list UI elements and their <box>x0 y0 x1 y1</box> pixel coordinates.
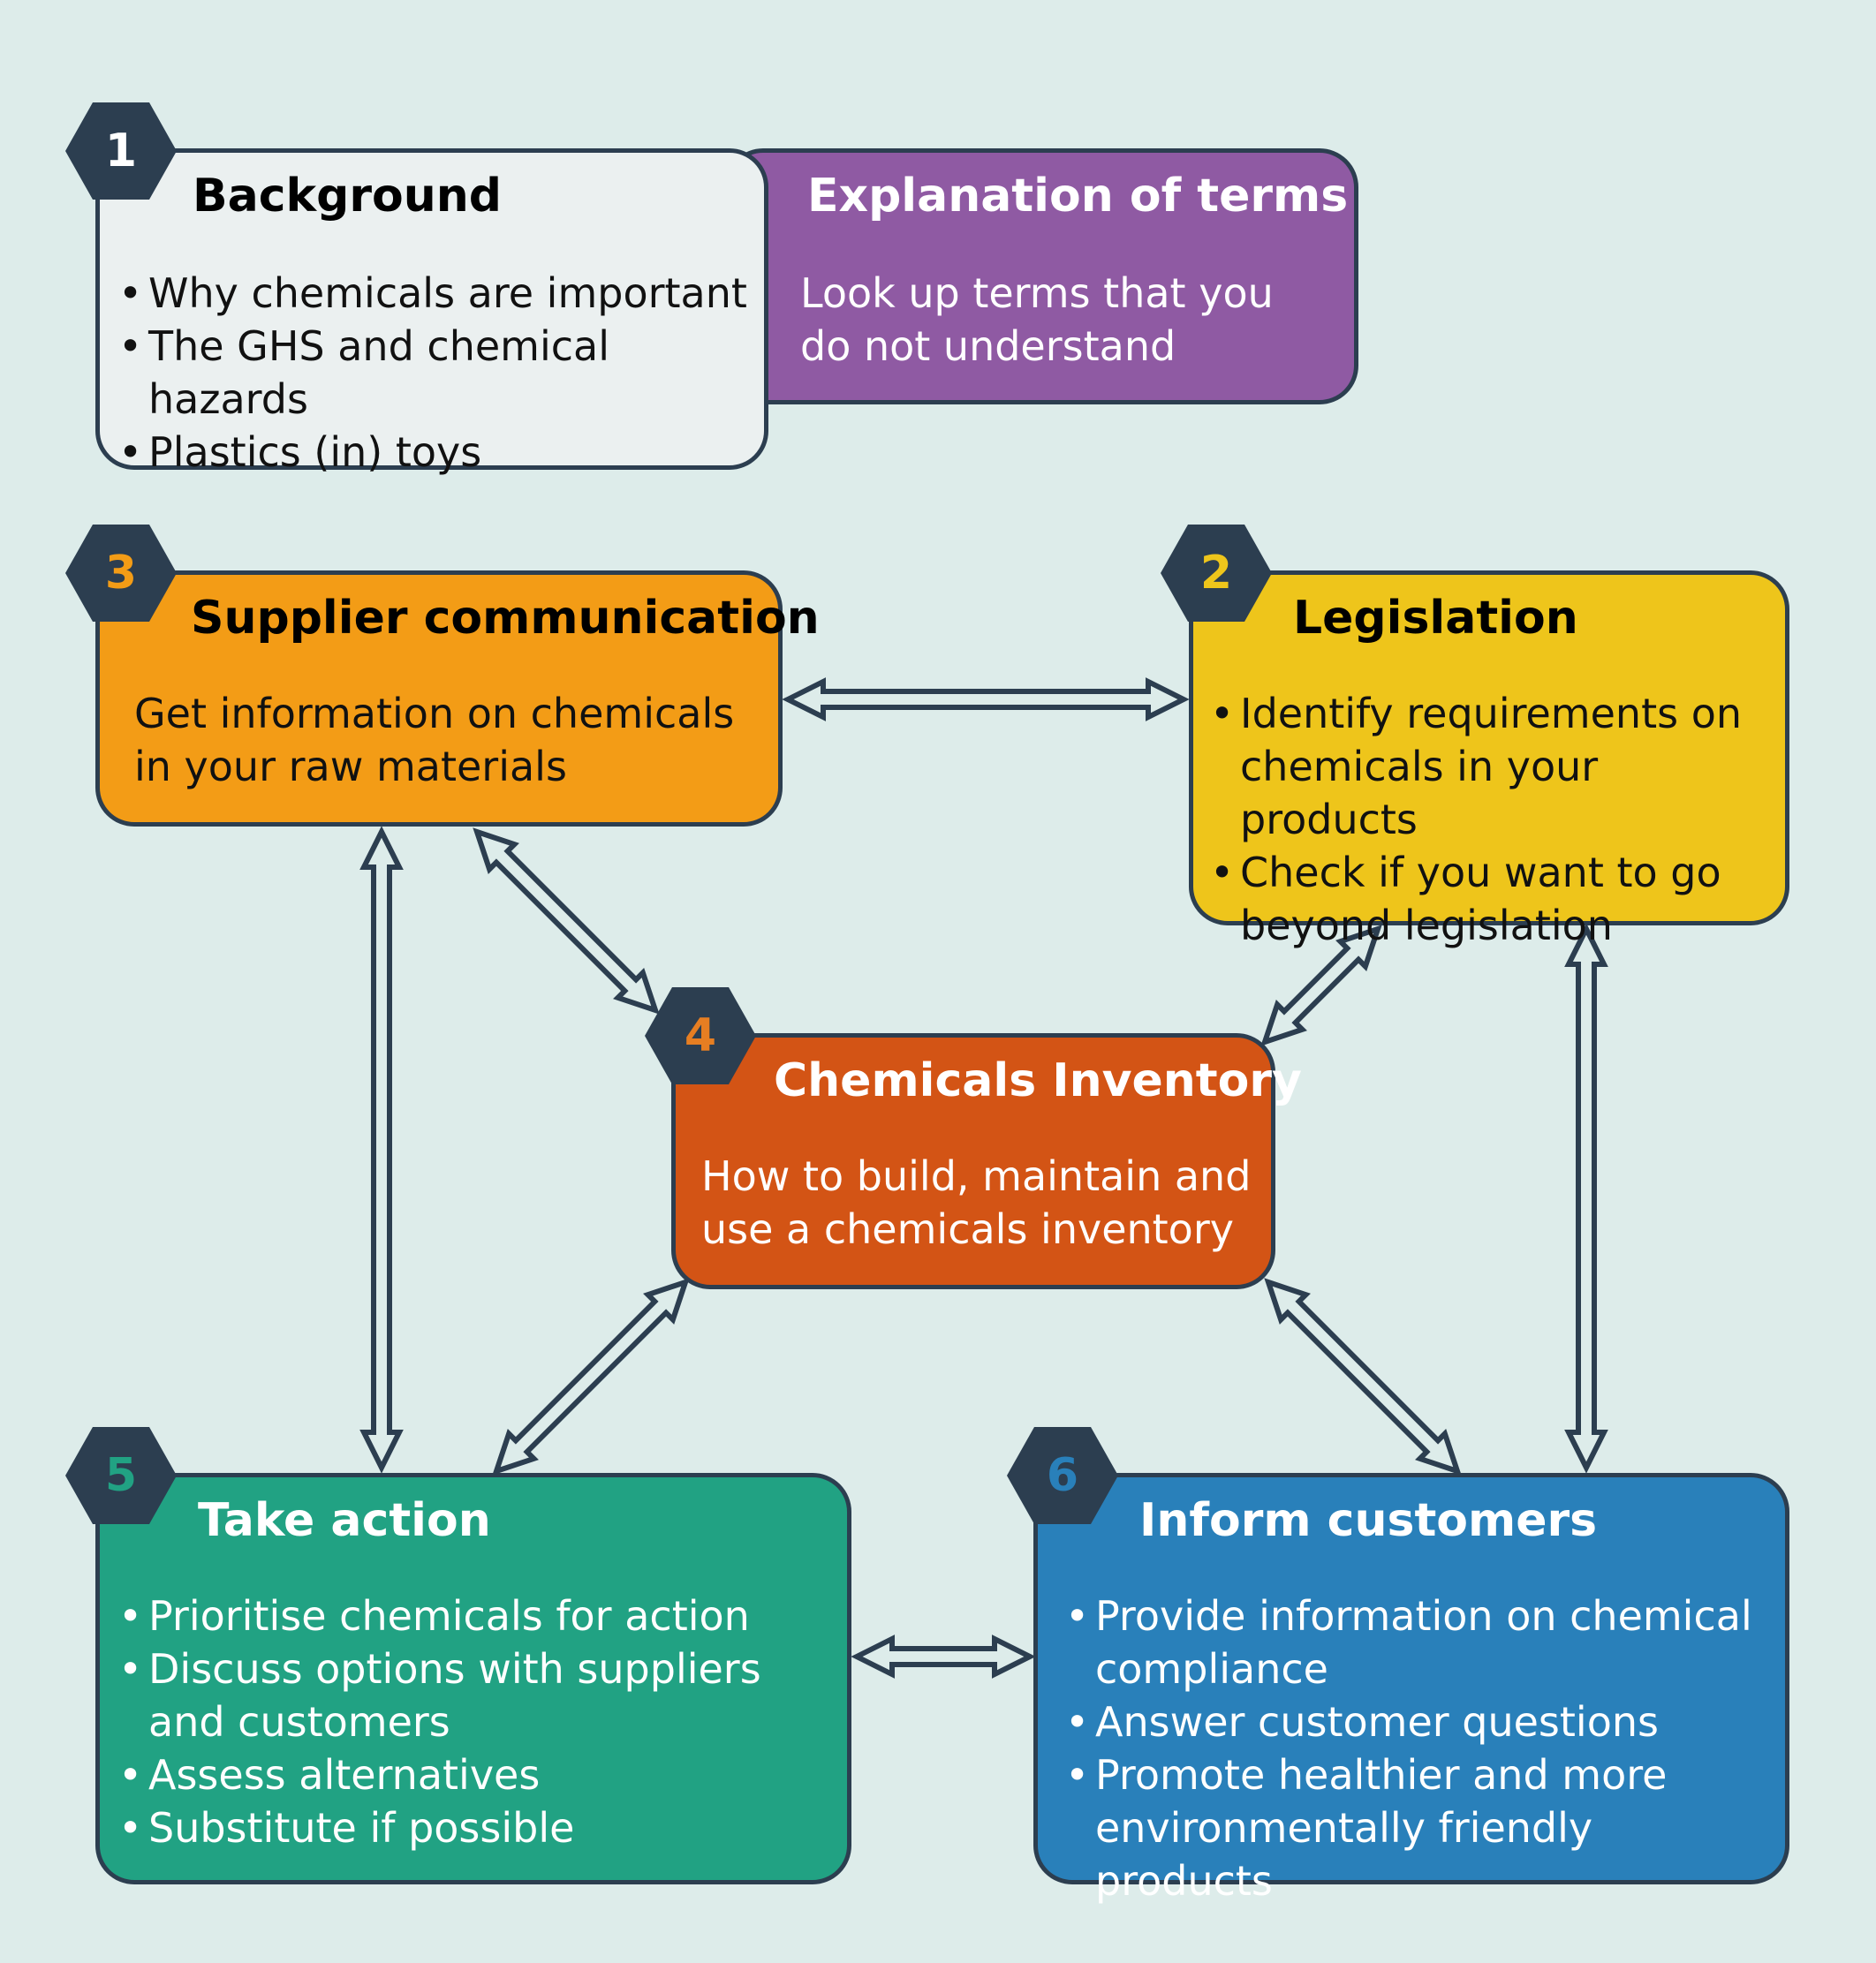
list-item: Substitute if possible <box>118 1801 834 1854</box>
supplier-text: Get information on chemicals in your raw… <box>134 690 735 790</box>
list-item: Identify requirements on chemicals in yo… <box>1210 687 1775 846</box>
step-number-2: 2 <box>1199 547 1233 600</box>
inventory-title: Chemicals Inventory <box>774 1054 1302 1107</box>
legislation-list: Identify requirements on chemicals in yo… <box>1210 687 1775 952</box>
action-title: Take action <box>198 1494 491 1547</box>
supplier-title: Supplier communication <box>191 592 820 645</box>
inform-title: Inform customers <box>1139 1494 1598 1547</box>
step-badge-5: 5 <box>65 1427 177 1524</box>
arrow-supplier-inventory <box>473 827 660 1015</box>
step-number-1: 1 <box>104 125 138 177</box>
list-item: Answer customer questions <box>1065 1695 1772 1748</box>
action-list: Prioritise chemicals for action Discuss … <box>118 1589 834 1854</box>
step-number-5: 5 <box>104 1449 138 1502</box>
inventory-text: How to build, maintain and use a chemica… <box>701 1152 1252 1253</box>
inventory-box <box>671 1033 1275 1289</box>
list-item: The GHS and chemical hazards <box>118 320 754 426</box>
background-title: Background <box>193 170 502 223</box>
legislation-title: Legislation <box>1293 592 1578 645</box>
arrow-supplier-action <box>359 826 404 1474</box>
arrow-inventory-inform <box>1264 1278 1462 1476</box>
supplier-box <box>95 570 783 827</box>
terms-title: Explanation of terms <box>807 170 1349 223</box>
list-item: Provide information on chemical complian… <box>1065 1589 1772 1695</box>
list-item: Check if you want to go beyond legislati… <box>1210 846 1775 952</box>
step-number-4: 4 <box>684 1009 717 1062</box>
list-item: Why chemicals are important <box>118 267 754 320</box>
arrow-action-inform <box>851 1635 1036 1679</box>
arrow-inventory-action <box>492 1278 690 1476</box>
background-list: Why chemicals are important The GHS and … <box>118 267 754 479</box>
step-badge-6: 6 <box>1007 1427 1118 1524</box>
arrow-supplier-legislation <box>782 677 1190 721</box>
list-item: Promote healthier and more environmental… <box>1065 1748 1772 1907</box>
arrow-legislation-inform <box>1564 923 1608 1474</box>
step-badge-3: 3 <box>65 525 177 622</box>
list-item: Assess alternatives <box>118 1748 834 1801</box>
step-badge-4: 4 <box>645 987 756 1084</box>
step-number-6: 6 <box>1046 1449 1079 1502</box>
step-badge-2: 2 <box>1161 525 1272 622</box>
step-number-3: 3 <box>104 547 138 600</box>
list-item: Plastics (in) toys <box>118 426 754 479</box>
list-item: Discuss options with suppliers and custo… <box>118 1642 834 1748</box>
list-item: Prioritise chemicals for action <box>118 1589 834 1642</box>
terms-text: Look up terms that you do not understand <box>800 269 1274 370</box>
inform-list: Provide information on chemical complian… <box>1065 1589 1772 1907</box>
step-badge-1: 1 <box>65 102 177 200</box>
